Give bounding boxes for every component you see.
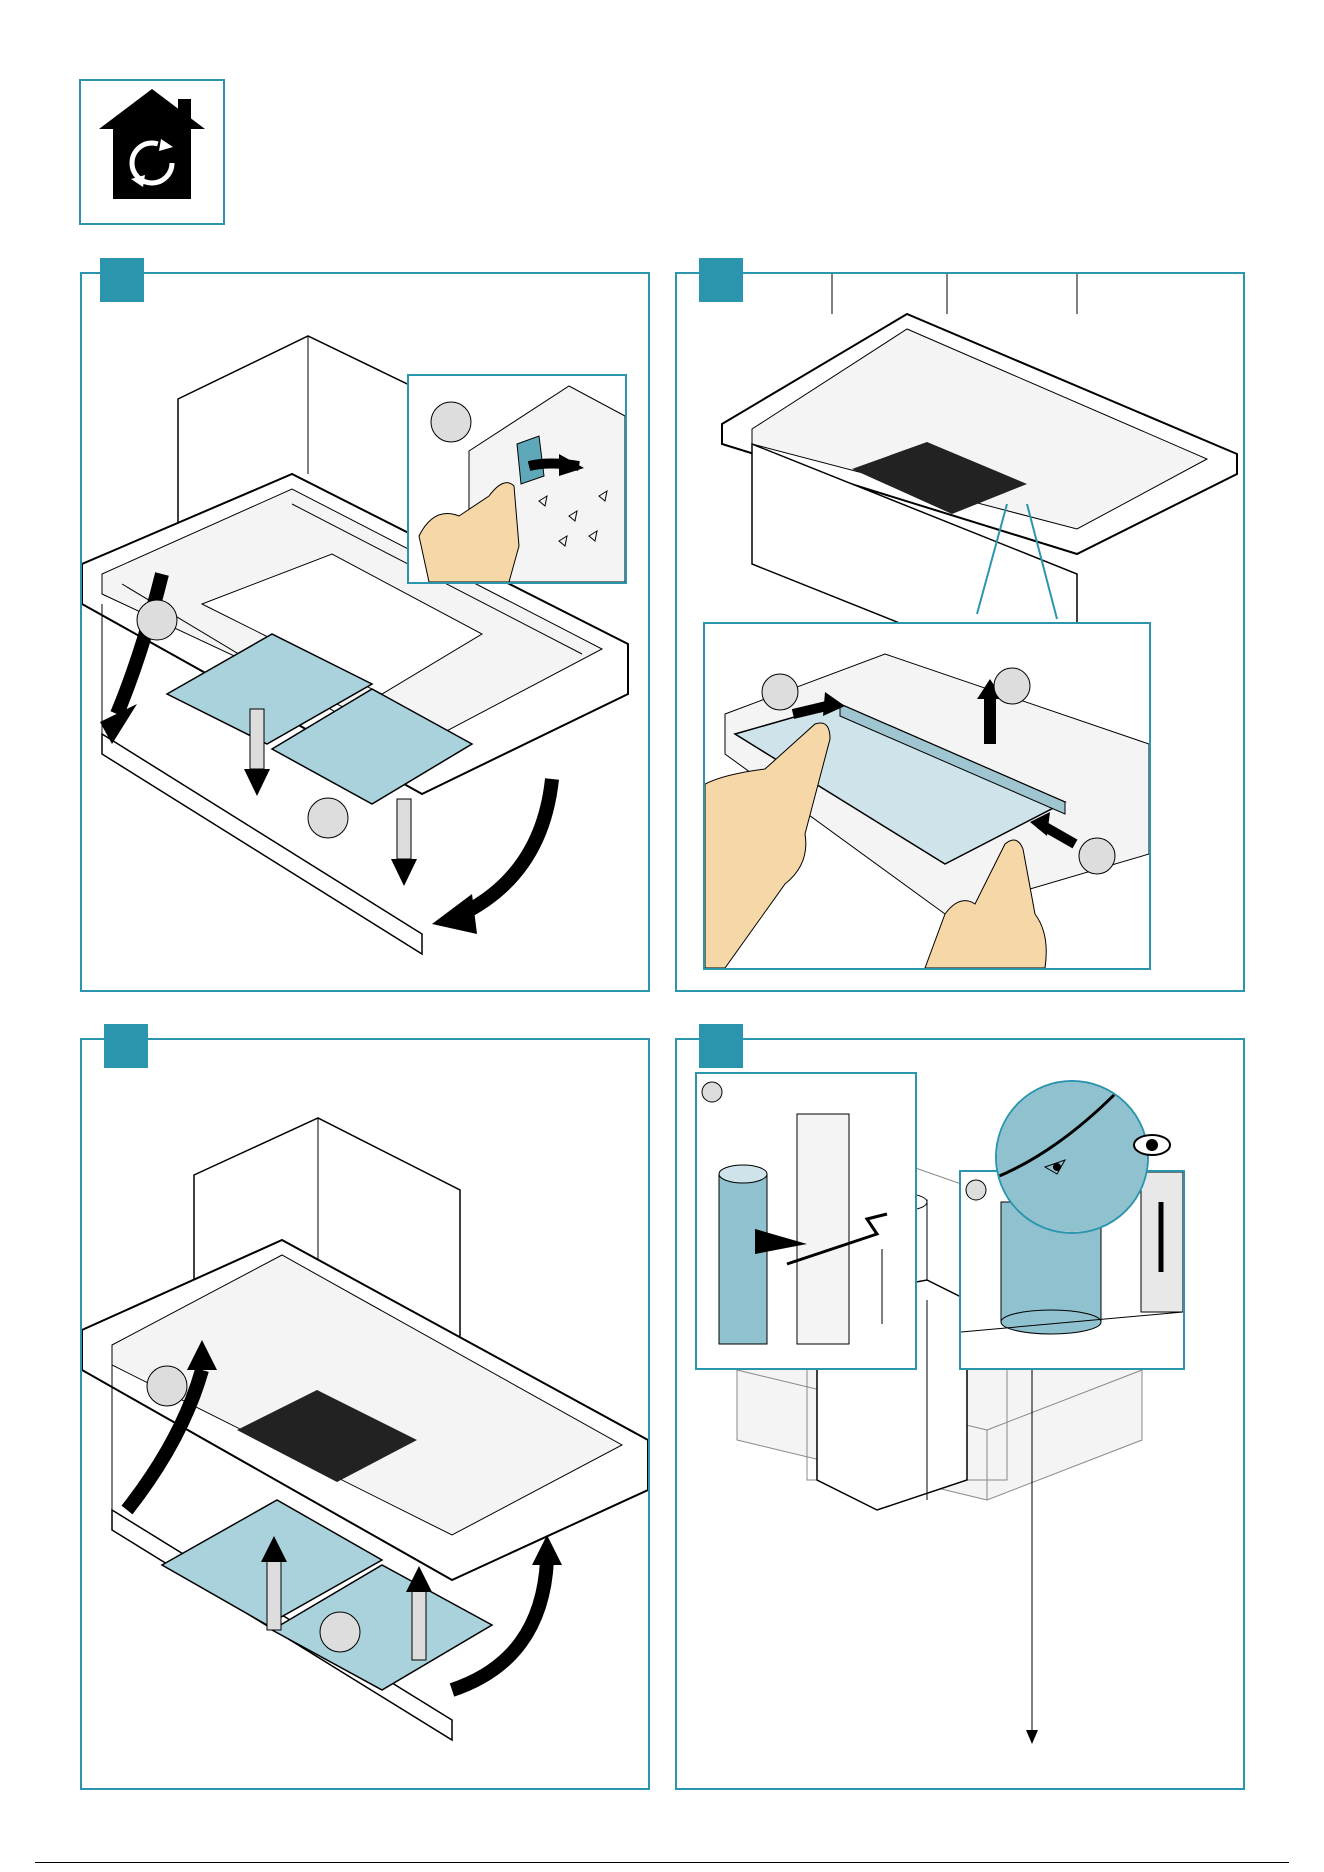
step-panel-4 xyxy=(675,1038,1245,1790)
magnify-detail xyxy=(995,1080,1149,1234)
screw-hole-detail-illustration xyxy=(997,1082,1147,1232)
button-inset xyxy=(407,374,627,584)
step-tag xyxy=(100,258,144,302)
step-panel-1 xyxy=(80,272,650,992)
panel-3-illustration xyxy=(82,1040,648,1788)
house-recirculation-icon xyxy=(81,81,223,223)
callout-circle xyxy=(1079,838,1115,874)
callout-circle xyxy=(966,1180,986,1200)
step-tag xyxy=(699,258,743,302)
callout-circle xyxy=(147,1366,187,1406)
callout-circle xyxy=(702,1082,722,1102)
fingers-release-filter-illustration xyxy=(705,624,1149,968)
callout-circle xyxy=(994,668,1030,704)
eye-icon xyxy=(1132,1130,1172,1160)
step-panel-3 xyxy=(80,1038,650,1790)
step-panel-2 xyxy=(675,272,1245,992)
callout-circle xyxy=(431,402,471,442)
step-tag xyxy=(104,1024,148,1068)
callout-circle xyxy=(762,674,798,710)
cut-duct-illustration xyxy=(697,1074,915,1368)
step-tag xyxy=(699,1024,743,1068)
hand-press-button-illustration xyxy=(409,376,625,582)
callout-circle xyxy=(308,798,348,838)
recirculation-symbol-box xyxy=(79,79,225,225)
page-bottom-rule xyxy=(35,1862,1289,1863)
cut-duct-inset xyxy=(695,1072,917,1370)
callout-circle xyxy=(137,600,177,640)
callout-circle xyxy=(320,1612,360,1652)
filter-detach-inset xyxy=(703,622,1151,970)
